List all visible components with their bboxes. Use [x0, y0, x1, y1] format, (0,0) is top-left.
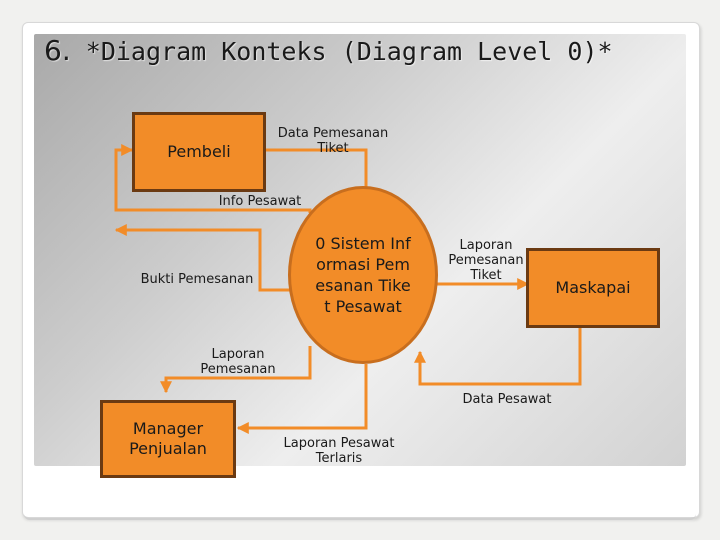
entity-pembeli-label: Pembeli — [167, 142, 231, 161]
entity-manager-penjualan: Manager Penjualan — [100, 400, 236, 478]
label-laporan-pemesanan-tiket: Laporan Pemesanan Tiket — [448, 238, 524, 283]
arrow-laporan-pesawat-terlaris — [236, 364, 368, 434]
slide-frame-shadow — [24, 510, 696, 520]
arrow-bukti-pemesanan — [114, 224, 291, 292]
label-laporan-pesawat-terlaris: Laporan Pesawat Terlaris — [283, 436, 395, 466]
process-sistem-informasi: 0 Sistem Informasi Pemesanan Tiket Pesaw… — [288, 186, 438, 364]
label-data-pemesanan-tiket: Data Pemesanan Tiket — [277, 126, 389, 156]
slide-title: 6. *Diagram Konteks (Diagram Level 0)* — [44, 32, 613, 71]
arrow-laporan-pemesanan-mgr — [160, 346, 312, 394]
entity-manager-label: Manager Penjualan — [129, 419, 207, 458]
entity-pembeli: Pembeli — [132, 112, 266, 192]
arrow-data-pemesanan-tiket — [265, 148, 372, 202]
title-text: *Diagram Konteks (Diagram Level 0)* — [70, 37, 613, 66]
title-number: 6. — [44, 34, 71, 67]
process-label: 0 Sistem Informasi Pemesanan Tiket Pesaw… — [315, 234, 411, 316]
entity-maskapai-label: Maskapai — [555, 278, 631, 297]
label-bukti-pemesanan: Bukti Pemesanan — [140, 272, 254, 287]
entity-maskapai: Maskapai — [526, 248, 660, 328]
label-data-pesawat: Data Pesawat — [462, 392, 552, 407]
label-laporan-pemesanan: Laporan Pemesanan — [200, 347, 276, 377]
label-info-pesawat: Info Pesawat — [218, 194, 302, 209]
arrow-data-pesawat — [414, 322, 582, 386]
